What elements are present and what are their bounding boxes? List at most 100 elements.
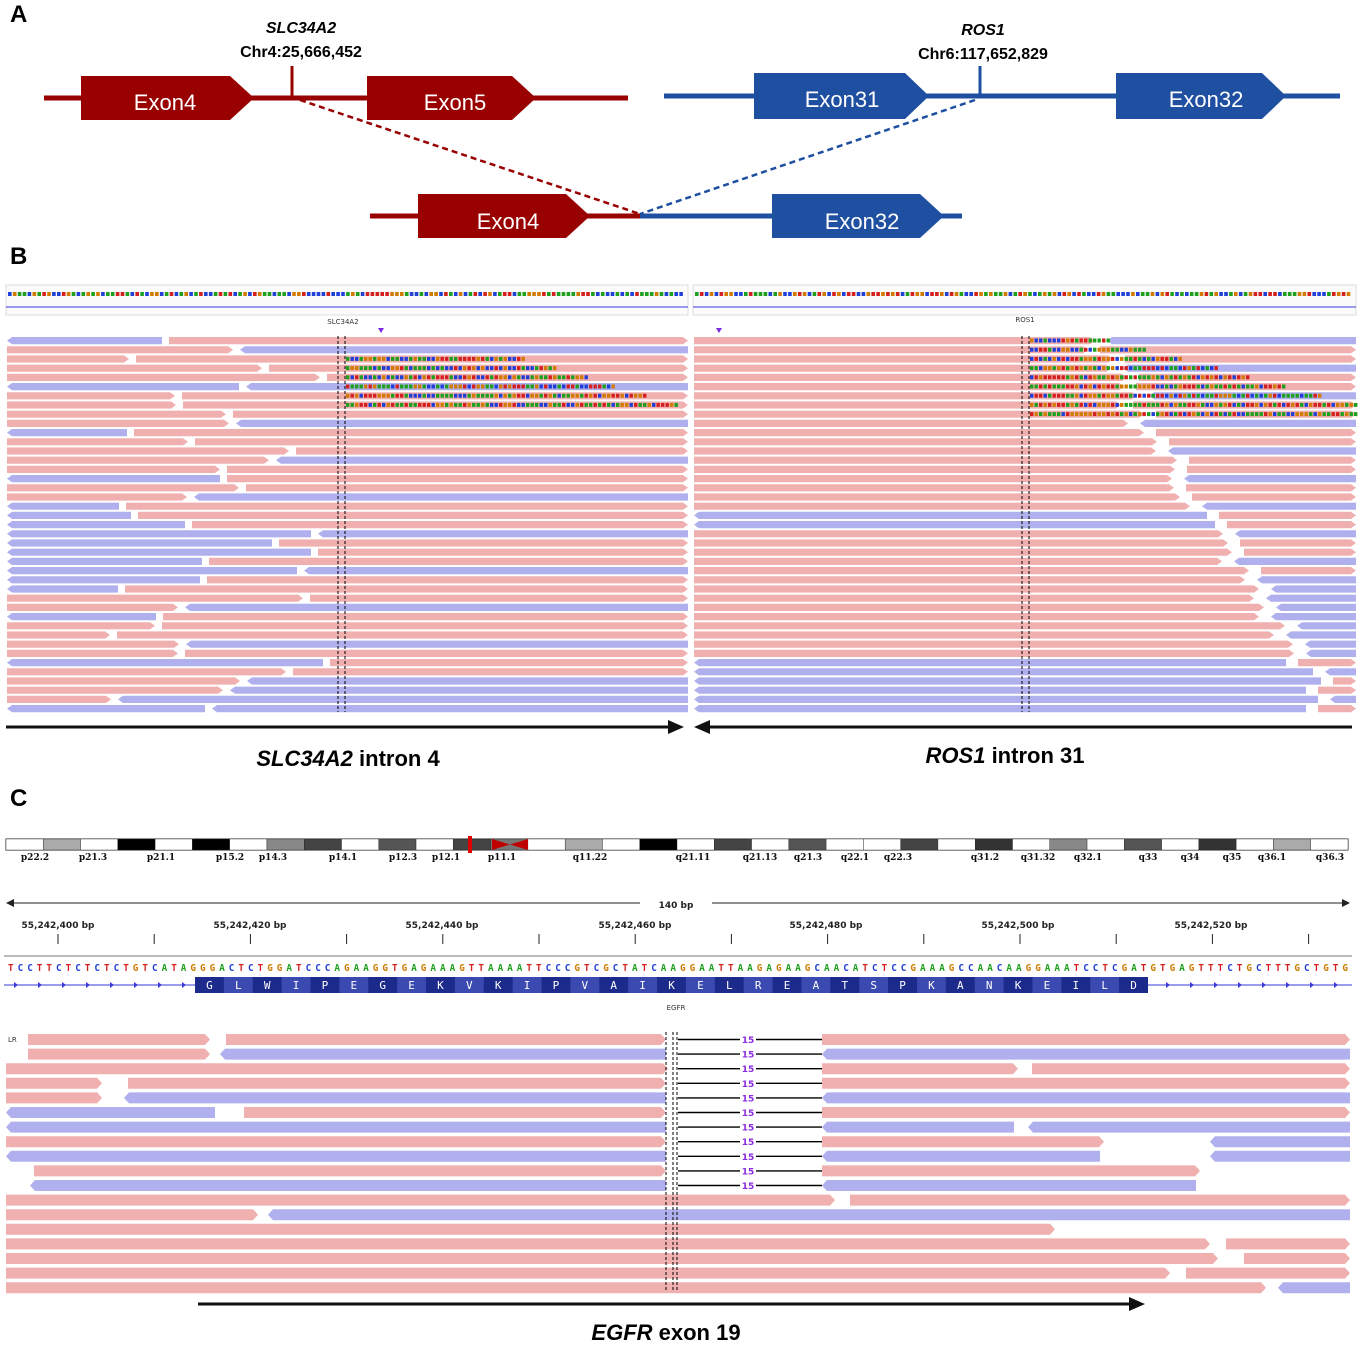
slc34a2-softclip-7-45 [548,402,552,407]
ros1-base-17 [778,292,782,296]
ros1-softclip-7-52 [1264,402,1268,407]
ros1-softclip-7-3 [1043,402,1047,407]
slc34a2-softclip-3-12 [400,366,404,371]
egfr-ref-base-27: G [267,963,273,974]
slc34a2-softclip-4-16 [418,375,422,380]
ros1-softclip-7-27 [1151,402,1155,407]
ros1-read-28b [1266,594,1356,602]
ros1-exon31-label: Exon31 [805,87,880,112]
egfr-ref-base-110: A [1064,963,1070,974]
slc34a2-softclip-5-15 [413,384,417,389]
ros1-softclip-8-21 [1124,412,1128,417]
ros1-softclip-4-39 [1205,375,1209,380]
egfr-read-3-1 [128,1077,666,1089]
slc34a2-softclip-3-33 [494,366,498,371]
ros1-softclip-0-16 [1102,338,1106,343]
egfr-read-6-right [822,1121,1014,1133]
slc34a2-base-22 [115,292,120,296]
egfr-ref-base-103: C [997,963,1003,974]
ros1-softclip-3-40 [1210,366,1214,371]
slc34a2-softclip-7-64 [634,402,638,407]
ros1-softclip-7-60 [1300,402,1304,407]
slc34a2-softclip-4-26 [463,375,467,380]
ros1-softclip-5-52 [1264,384,1268,389]
ros1-softclip-7-16 [1102,402,1106,407]
ros1-softclip-2-32 [1174,356,1178,361]
slc34a2-base-41 [208,292,213,296]
slc34a2-base-38 [194,292,198,296]
ros1-softclip-5-26 [1147,384,1151,389]
slc34a2-softclip-5-50 [571,384,575,389]
ros1-base-75 [1062,292,1067,296]
slc34a2-base-37 [189,292,193,296]
egfr-ref-base-118: T [1141,963,1147,974]
slc34a2-read-23a [7,548,311,556]
slc34a2-base-19 [101,292,105,296]
slc34a2-softclip-4-44 [544,375,548,380]
ros1-base-61 [993,292,998,296]
slc34a2-softclip-3-43 [539,366,543,371]
slc34a2-softclip-6-16 [418,393,422,398]
ros1-softclip-4-20 [1120,375,1124,380]
egfr-deletion-label-bg-8 [740,1151,756,1162]
ros1-softclip-3-8 [1066,366,1070,371]
ros1-base-45 [915,292,920,296]
slc34a2-softclip-2-11 [395,356,399,361]
slc34a2-read-38b [230,686,688,694]
ros1-softclip-0-8 [1066,338,1070,343]
ros1-softclip-7-62 [1309,402,1313,407]
slc34a2-softclip-5-22 [445,384,449,389]
ros1-base-28 [832,292,836,296]
egfr-read-12-0 [6,1209,258,1221]
ideogram-band-label-8: p11.1 [488,853,516,863]
ros1-softclip-7-57 [1286,402,1290,407]
egfr-track-label: LR [8,1036,17,1044]
egfr-ref-base-77: A [747,963,753,974]
strand-arrow-icon [1214,982,1218,988]
ros1-softclip-6-33 [1178,393,1182,398]
ros1-softclip-6-31 [1169,393,1173,398]
ideogram-band-9 [341,838,379,851]
ros1-base-6 [724,292,728,296]
ruler-tick-label-5: 55,242,500 bp [982,921,1056,931]
slc34a2-base-101 [502,292,507,296]
egfr-deletion-count-7: 15 [742,1138,755,1148]
slc34a2-softclip-6-11 [395,393,399,398]
egfr-ref-base-93: C [901,963,907,974]
ros1-softclip-8-23 [1133,412,1137,417]
ros1-read-19a [694,511,1207,519]
slc34a2-base-44 [223,292,228,296]
egfr-ref-base-72: A [699,963,705,974]
slc34a2-softclip-3-19 [431,366,435,371]
slc34a2-read-39a [7,695,111,703]
slc34a2-position-marker-icon [378,328,384,333]
ros1-softclip-6-61 [1304,393,1308,398]
ideogram-band-10 [378,838,417,851]
ros1-softclip-3-0 [1030,366,1034,371]
slc34a2-softclip-7-4 [364,402,368,407]
ros1-softclip-2-5 [1052,356,1056,361]
egfr-ref-base-56: C [546,963,552,974]
slc34a2-softclip-2-6 [373,356,377,361]
ros1-softclip-7-38 [1201,402,1205,407]
egfr-aa-28: K [1015,979,1022,992]
ros1-read-27b [1271,585,1356,593]
ruler-right-arrow-icon [1342,899,1350,907]
egfr-ref-base-109: A [1054,963,1060,974]
ros1-softclip-5-9 [1070,384,1074,389]
slc34a2-softclip-7-42 [535,402,539,407]
slc34a2-read-pileup [7,337,688,713]
ideogram-band-22 [825,838,864,851]
ideogram-band-30 [1124,838,1162,851]
ros1-read-36a [694,668,1313,676]
slc34a2-read-26b [207,576,688,584]
egfr-aa-11: I [524,979,531,992]
egfr-ref-base-71: G [690,963,696,974]
slc34a2-softclip-5-44 [544,384,548,389]
ros1-softclip-5-28 [1156,384,1160,389]
ros1-softclip-7-37 [1196,402,1200,407]
egfr-deletion-label-bg-9 [740,1165,756,1176]
egfr-ref-base-61: C [594,963,600,974]
egfr-ref-base-111: T [1074,963,1080,974]
